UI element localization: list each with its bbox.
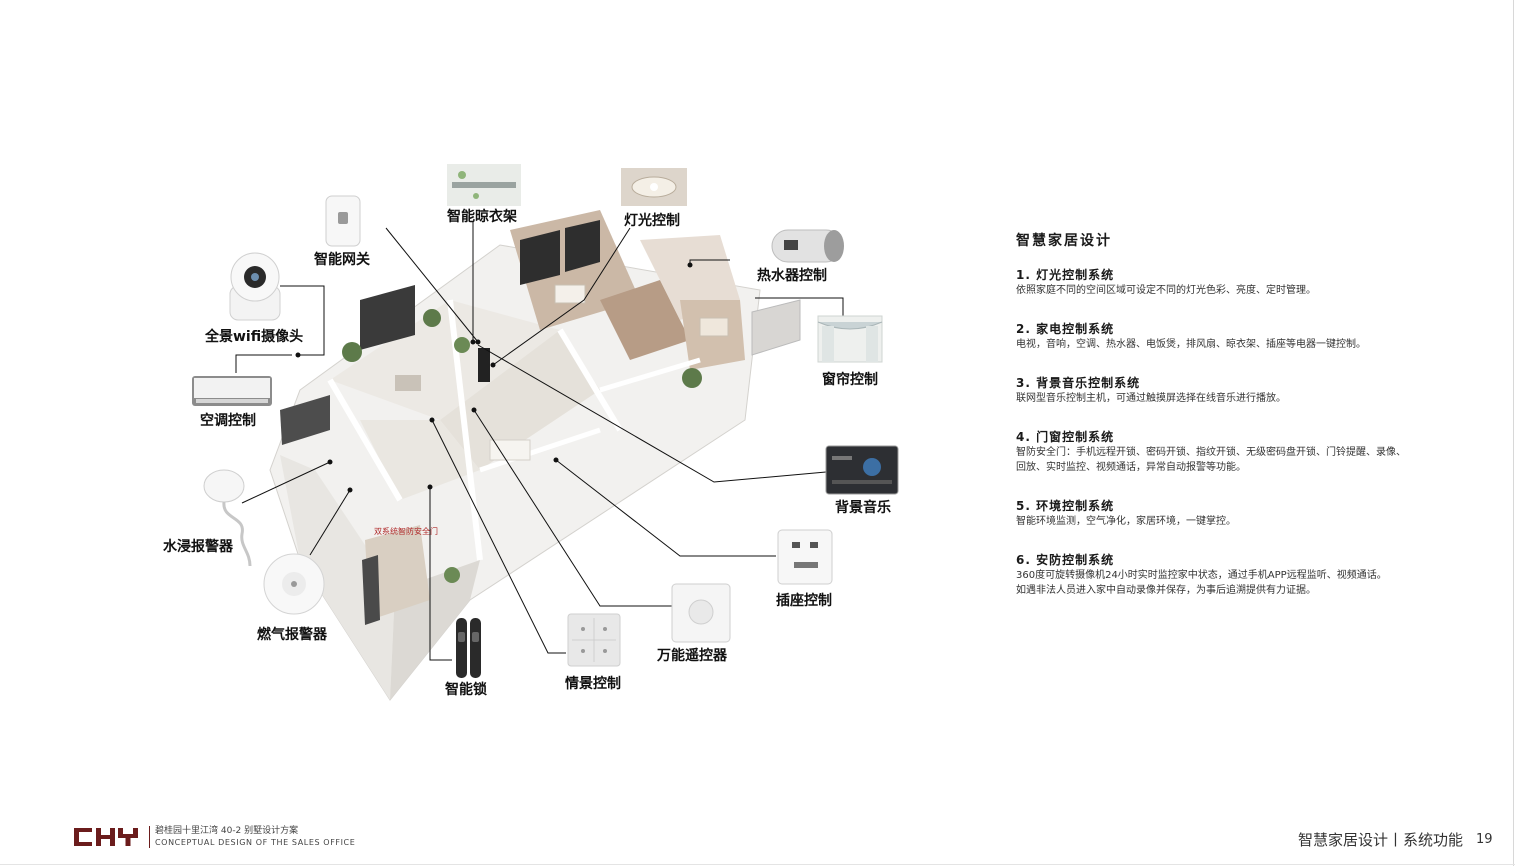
- system-desc: 联网型音乐控制主机，可通过触摸屏选择在线音乐进行播放。: [1016, 393, 1286, 404]
- chy-logo: [74, 828, 138, 846]
- frame-right-line: [1513, 0, 1514, 866]
- chandelier-icon: [621, 168, 687, 206]
- system-item: 1. 灯光控制系统 依照家庭不同的空间区域可设定不同的灯光色彩、亮度、定时管理。: [1016, 268, 1456, 298]
- label-gas-alarm: 燃气报警器: [257, 627, 327, 643]
- label-drying-rack: 智能晾衣架: [447, 209, 517, 225]
- system-desc: 360度可旋转摄像机24小时实时监控家中状态，通过手机APP远程监听、视频通话。: [1016, 570, 1387, 581]
- label-scene: 情景控制: [565, 676, 621, 692]
- house-model: [269, 210, 801, 701]
- label-socket: 插座控制: [776, 593, 832, 609]
- system-title: 2. 家电控制系统: [1016, 322, 1115, 336]
- footer-project-title: 碧桂园十里江湾 40-2 别墅设计方案: [155, 826, 299, 836]
- system-desc: 依照家庭不同的空间区域可设定不同的灯光色彩、亮度、定时管理。: [1016, 285, 1316, 296]
- label-camera: 全景wifi摄像头: [205, 329, 304, 345]
- leader-lines: [235, 222, 844, 661]
- leader-dots: [295, 262, 693, 493]
- gas-alarm-icon: [263, 553, 325, 615]
- label-gateway: 智能网关: [314, 252, 370, 268]
- label-curtain: 窗帘控制: [822, 372, 878, 388]
- drying-rack-icon: [447, 164, 521, 206]
- label-air-conditioner: 空调控制: [200, 413, 256, 429]
- system-desc: 如遇非法人员进入家中自动录像并保存，为事后追溯提供有力证据。: [1016, 585, 1316, 596]
- panel-title: 智慧家居设计: [1016, 233, 1112, 249]
- footer-english-title: CONCEPTUAL DESIGN OF THE SALES OFFICE: [155, 838, 356, 847]
- system-description-panel: 智慧家居设计 1. 灯光控制系统 依照家庭不同的空间区域可设定不同的灯光色彩、亮…: [1016, 232, 1456, 622]
- system-item: 5. 环境控制系统 智能环境监测，空气净化，家居环境，一键掌控。: [1016, 499, 1456, 529]
- system-item: 6. 安防控制系统 360度可旋转摄像机24小时实时监控家中状态，通过手机APP…: [1016, 553, 1456, 598]
- system-desc: 智防安全门：手机远程开锁、密码开锁、指纹开锁、无级密码盘开锁、门铃提醒、录像、: [1016, 447, 1406, 458]
- label-lighting: 灯光控制: [624, 213, 680, 229]
- system-item: 4. 门窗控制系统 智防安全门：手机远程开锁、密码开锁、指纹开锁、无级密码盘开锁…: [1016, 430, 1456, 475]
- door-tag: 双系统智防安全门: [374, 527, 438, 536]
- footer-section-title: 智慧家居设计丨系统功能: [1298, 830, 1463, 850]
- smart-lock-icon: [456, 618, 481, 678]
- smart-home-diagram: 双系统智防安全门 智能网关 智能晾衣架 灯光控制 热水器控制 全景wifi摄像头…: [163, 164, 899, 701]
- system-desc: 回放、实时监控、视频通话，异常自动报警等功能。: [1016, 462, 1246, 473]
- gateway-icon: [325, 195, 361, 247]
- page-number: 19: [1476, 832, 1493, 847]
- remote-icon: [671, 583, 731, 643]
- system-title: 5. 环境控制系统: [1016, 499, 1115, 513]
- system-title: 4. 门窗控制系统: [1016, 430, 1115, 444]
- label-smart-lock: 智能锁: [445, 682, 487, 698]
- label-background-music: 背景音乐: [835, 500, 891, 516]
- label-water-alarm: 水浸报警器: [163, 539, 233, 555]
- system-title: 1. 灯光控制系统: [1016, 268, 1115, 282]
- footer-section-text: 智慧家居设计丨系统功能: [1297, 831, 1463, 849]
- label-remote: 万能遥控器: [657, 648, 727, 664]
- system-item: 2. 家电控制系统 电视，音响，空调、热水器、电饭煲，排风扇、晾衣架、插座等电器…: [1016, 322, 1456, 352]
- socket-icon: [777, 529, 833, 585]
- system-title: 6. 安防控制系统: [1016, 553, 1115, 567]
- frame-bottom-line: [0, 864, 1515, 865]
- logo-separator: [149, 826, 150, 848]
- scene-panel-icon: [567, 613, 621, 667]
- system-title: 3. 背景音乐控制系统: [1016, 376, 1141, 390]
- music-panel-icon: [825, 445, 899, 495]
- water-leak-alarm-icon: [203, 469, 252, 567]
- system-desc: 电视，音响，空调、热水器、电饭煲，排风扇、晾衣架、插座等电器一键控制。: [1016, 339, 1366, 350]
- water-heater-icon: [771, 229, 844, 263]
- camera-icon: [229, 252, 281, 321]
- label-water-heater: 热水器控制: [757, 268, 827, 284]
- system-item: 3. 背景音乐控制系统 联网型音乐控制主机，可通过触摸屏选择在线音乐进行播放。: [1016, 376, 1456, 406]
- air-conditioner-icon: [192, 376, 272, 406]
- curtain-icon: [817, 315, 883, 363]
- system-desc: 智能环境监测，空气净化，家居环境，一键掌控。: [1016, 516, 1236, 527]
- floorplan-illustration: [192, 164, 899, 701]
